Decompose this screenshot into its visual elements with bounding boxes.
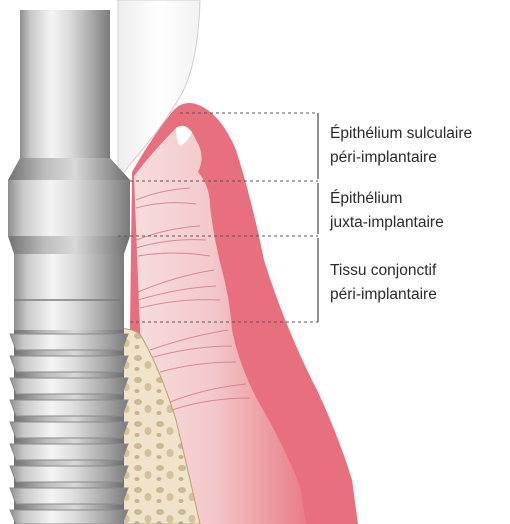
label-sulcular-line1: Épithélium sulculaire	[330, 125, 472, 142]
implant-neck	[14, 254, 124, 330]
abutment-taper	[8, 158, 130, 180]
label-junctional-line1: Épithélium	[330, 190, 402, 207]
implant-threads	[10, 330, 128, 524]
label-junctional-line2: juxta-implantaire	[329, 214, 444, 231]
implant-collar-step	[8, 236, 130, 254]
label-connective-line1: Tissu conjonctif	[330, 262, 437, 279]
abutment-post	[20, 10, 110, 158]
label-sulcular-line2: péri-implantaire	[330, 149, 437, 166]
label-connective-line2: péri-implantaire	[330, 286, 437, 303]
implant-collar	[8, 180, 130, 236]
